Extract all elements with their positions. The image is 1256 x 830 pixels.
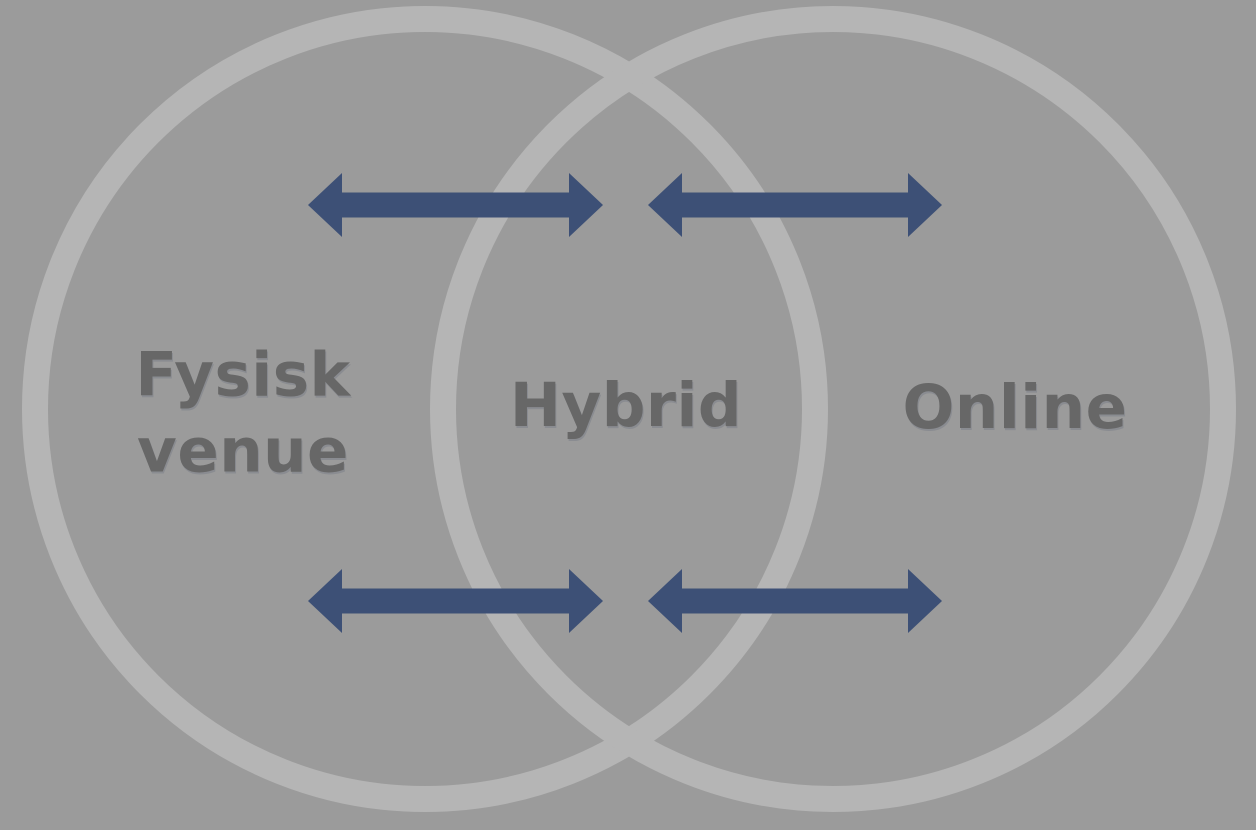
label-hybrid: Hybrid (510, 368, 742, 444)
label-line-hybrid: Hybrid (509, 370, 743, 442)
double-headed-arrow-bottom-left (308, 569, 603, 633)
label-line-online: Online (902, 372, 1128, 444)
venn-circle-right (430, 6, 1236, 812)
double-headed-arrow-top-left (308, 173, 603, 237)
double-headed-arrow-top-right (648, 173, 942, 237)
label-fysisk-venue: Fysisk venue (135, 337, 350, 488)
venn-circle-left (22, 6, 828, 812)
label-line-fysisk: Fysisk (135, 339, 351, 411)
label-line-venue: venue (137, 415, 349, 486)
label-online: Online (903, 370, 1128, 446)
double-headed-arrow-bottom-right (648, 569, 942, 633)
